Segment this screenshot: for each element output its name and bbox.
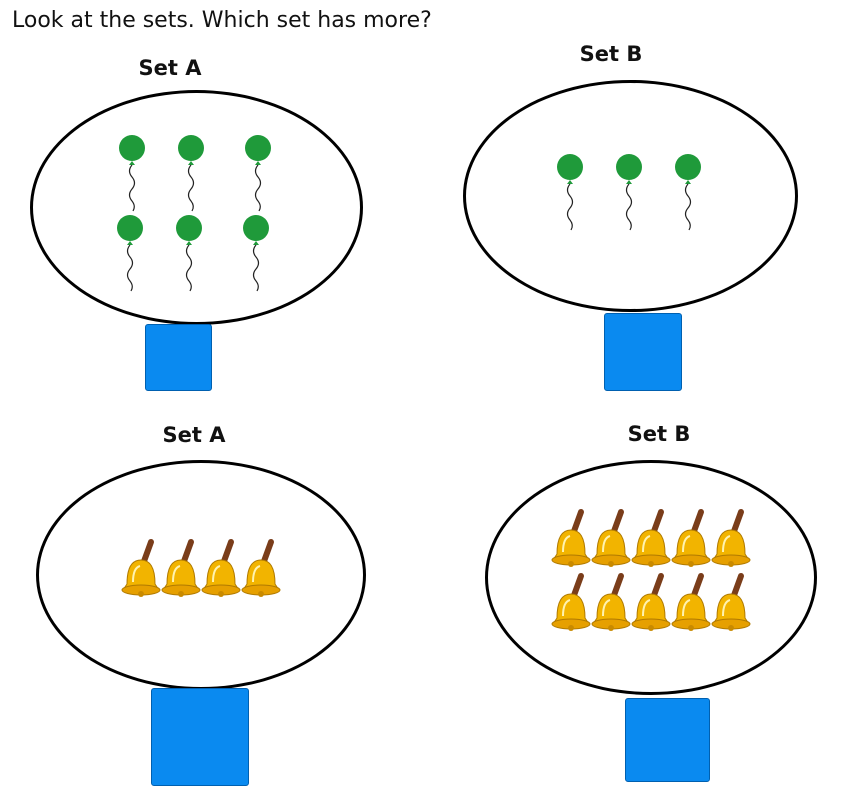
balloon-icon: [176, 215, 202, 292]
bell-icon: [241, 539, 281, 597]
set-b-oval-bells: [485, 460, 817, 695]
balloon-icon: [245, 135, 271, 212]
balloon-icon: [243, 215, 269, 292]
balloon-icon: [119, 135, 145, 212]
bell-icon: [671, 573, 711, 631]
bells-set-b: [551, 509, 751, 631]
balloons-set-b: [557, 154, 701, 231]
bell-icon: [671, 509, 711, 567]
balloon-icon: [675, 154, 701, 231]
set-a-answer-box-balloons[interactable]: [145, 324, 212, 391]
set-a-label-bells: Set A: [162, 423, 226, 447]
bell-icon: [631, 509, 671, 567]
bell-icon: [631, 573, 671, 631]
balloons-set-a: [117, 135, 271, 292]
set-b-answer-box-bells[interactable]: [625, 698, 710, 782]
question-text: Look at the sets. Which set has more?: [12, 8, 432, 33]
set-a-oval-bells: [36, 460, 366, 690]
bell-icon: [551, 573, 591, 631]
set-b-label-bells: Set B: [627, 422, 691, 446]
balloon-icon: [117, 215, 143, 292]
balloon-icon: [178, 135, 204, 212]
set-a-label-balloons: Set A: [138, 56, 202, 80]
bell-icon: [711, 509, 751, 567]
bell-icon: [711, 573, 751, 631]
balloon-icon: [616, 154, 642, 231]
bell-icon: [121, 539, 161, 597]
set-b-answer-box-balloons[interactable]: [604, 313, 682, 391]
balloon-icon: [557, 154, 583, 231]
bell-icon: [551, 509, 591, 567]
set-a-oval-balloons: [30, 90, 363, 325]
bell-icon: [591, 509, 631, 567]
bell-icon: [591, 573, 631, 631]
bells-set-a: [121, 539, 281, 597]
bell-icon: [201, 539, 241, 597]
bell-icon: [161, 539, 201, 597]
set-a-answer-box-bells[interactable]: [151, 688, 249, 786]
set-b-oval-balloons: [463, 80, 798, 312]
set-b-label-balloons: Set B: [579, 42, 643, 66]
